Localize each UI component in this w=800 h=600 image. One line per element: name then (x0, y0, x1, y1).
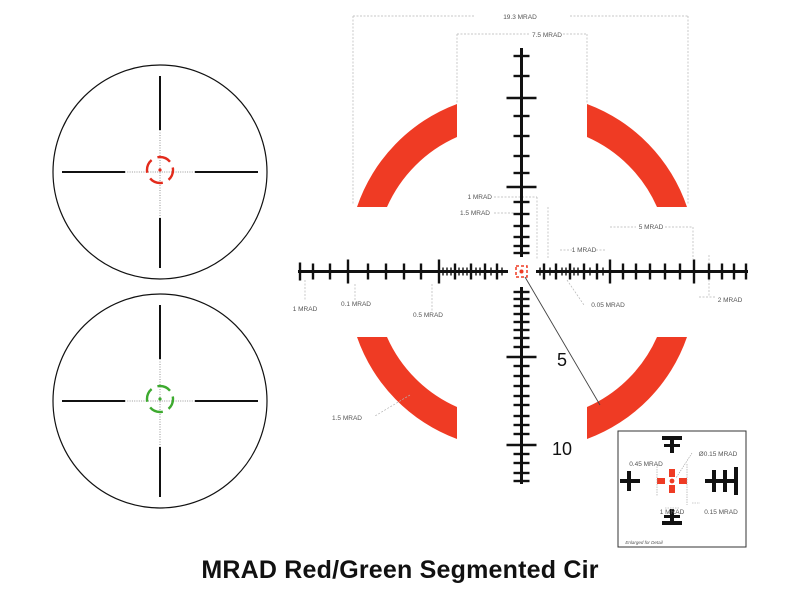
detail-center-cross (657, 469, 687, 493)
segment-bottom-right (587, 337, 687, 439)
detail-dimension-lines (656, 452, 700, 509)
detail-leader-line (524, 276, 601, 406)
segmented-circle (357, 104, 687, 439)
segment-top-left (357, 104, 457, 207)
left-1-label: 1 MRAD (293, 306, 318, 313)
stadia-number-5: 5 (557, 350, 567, 370)
outer-span-label: 19.3 MRAD (503, 14, 537, 21)
stadia-number-10: 10 (552, 439, 572, 459)
red-illuminated-preview (52, 64, 268, 280)
post-1-label: 1 MRAD (467, 194, 492, 201)
scope-ring (52, 293, 268, 509)
left-0-1-label: 0.1 MRAD (341, 301, 371, 308)
scope-ring (52, 64, 268, 280)
detail-inset: 0.45 MRAD Ø0.15 MRAD 1 MRAD 0.15 MRAD En… (617, 430, 747, 548)
center-dot-group (515, 265, 528, 278)
detail-gap-label: 0.45 MRAD (629, 461, 663, 468)
right-0-05-label: 0.05 MRAD (591, 302, 625, 309)
dimension-labels: 19.3 MRAD 7.5 MRAD 1 MRAD 1.5 MRAD 1 MRA… (293, 14, 743, 422)
detail-length-label: 1 MRAD (660, 509, 685, 516)
detail-dot-label: Ø0.15 MRAD (699, 451, 738, 458)
detail-width-label: 0.15 MRAD (704, 509, 738, 516)
segment-span-label: 7.5 MRAD (532, 32, 562, 39)
center-box (515, 265, 528, 278)
center-dot (158, 168, 162, 172)
center-dot (158, 397, 162, 401)
segment-top-right (587, 104, 687, 207)
post-1-5-label: 1.5 MRAD (460, 210, 490, 217)
green-illuminated-preview (52, 293, 268, 509)
right-2-label: 2 MRAD (718, 297, 743, 304)
detail-bars (620, 436, 738, 525)
segmented-circle-green (145, 384, 175, 414)
hash-1-label: 1 MRAD (572, 247, 597, 254)
hash-5-label: 5 MRAD (639, 224, 664, 231)
diagram-caption: MRAD Red/Green Segmented Cir (201, 556, 599, 584)
main-crosshair (298, 48, 748, 484)
detail-note: Enlarged for Detail (625, 540, 663, 545)
segment-bottom-left (357, 337, 457, 439)
segmented-circle-red (145, 155, 175, 185)
center-dot (519, 269, 524, 274)
ring-thickness-label: 1.5 MRAD (332, 415, 362, 422)
dimension-lines (304, 15, 716, 417)
left-0-5-label: 0.5 MRAD (413, 312, 443, 319)
